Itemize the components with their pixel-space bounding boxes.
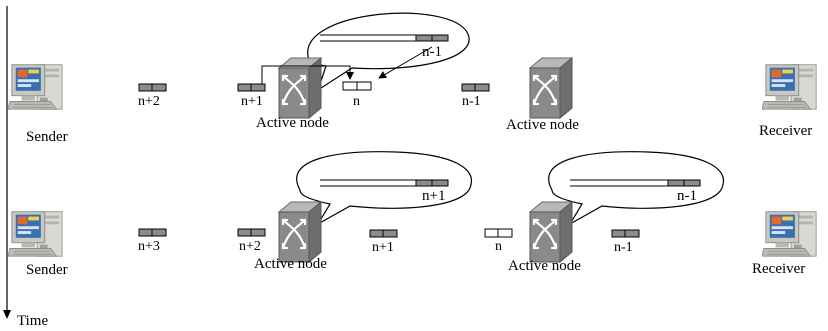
switch-icon [528,200,574,264]
svg-text:n: n [495,239,502,254]
time-label: Time [17,313,48,329]
packet-n-1: n-1 [611,229,640,255]
time-arrow-icon [3,310,11,319]
buffer-label-node-1: n+1 [422,188,445,204]
buffer-label-node-2: n-1 [677,188,697,204]
time-axis: Time [3,6,48,329]
receiver-label: Receiver [752,261,805,277]
packet-n: n [342,81,372,109]
switch-icon [528,56,574,120]
packet-n+1: n+1 [237,83,266,109]
retransmit-arrow [378,46,433,79]
packet-n+1: n+1 [369,229,398,255]
buffered-packet-n-1 [415,34,433,42]
svg-text:n-1: n-1 [614,240,633,255]
svg-text:n+1: n+1 [372,240,394,255]
packet-n+2: n+2 [237,228,266,254]
switch-forward-arrows [261,65,354,84]
buffer-callout-node-1: n-1 [307,12,470,92]
buffer-callout-node-1: n+1 [296,151,472,226]
switch-icon [277,200,323,264]
buffer-callout-node-2: n-1 [548,151,724,226]
active-node-label-2: Active node [506,117,579,133]
sender-computer-icon [8,211,63,257]
row-2: n+1 n-1 Sender n+3 n+2 Active node [8,151,817,278]
sender-label: Sender [26,262,68,278]
active-node-label-1: Active node [254,256,327,272]
svg-text:n+2: n+2 [239,239,261,254]
switch-icon [277,56,323,120]
packet-n-1: n-1 [461,83,490,109]
packet-n: n [484,228,513,254]
packet-n+2: n+2 [138,83,167,109]
receiver-computer-icon [762,211,817,257]
buffer-label-node-1: n-1 [422,44,442,60]
active-node-label-2: Active node [508,258,581,274]
svg-text:n-1: n-1 [462,94,481,109]
sender-computer-icon [8,64,63,110]
row-1: n-1 Sender n+2 n+1 Active node n [8,12,817,145]
receiver-computer-icon [762,64,817,110]
svg-text:n: n [353,94,360,109]
svg-text:n+2: n+2 [138,94,160,109]
packet-n+3: n+3 [138,228,167,254]
sender-label: Sender [26,129,68,145]
active-node-label-1: Active node [256,115,329,131]
receiver-label: Receiver [759,123,812,139]
svg-text:n+1: n+1 [241,94,263,109]
svg-text:n+3: n+3 [138,239,160,254]
